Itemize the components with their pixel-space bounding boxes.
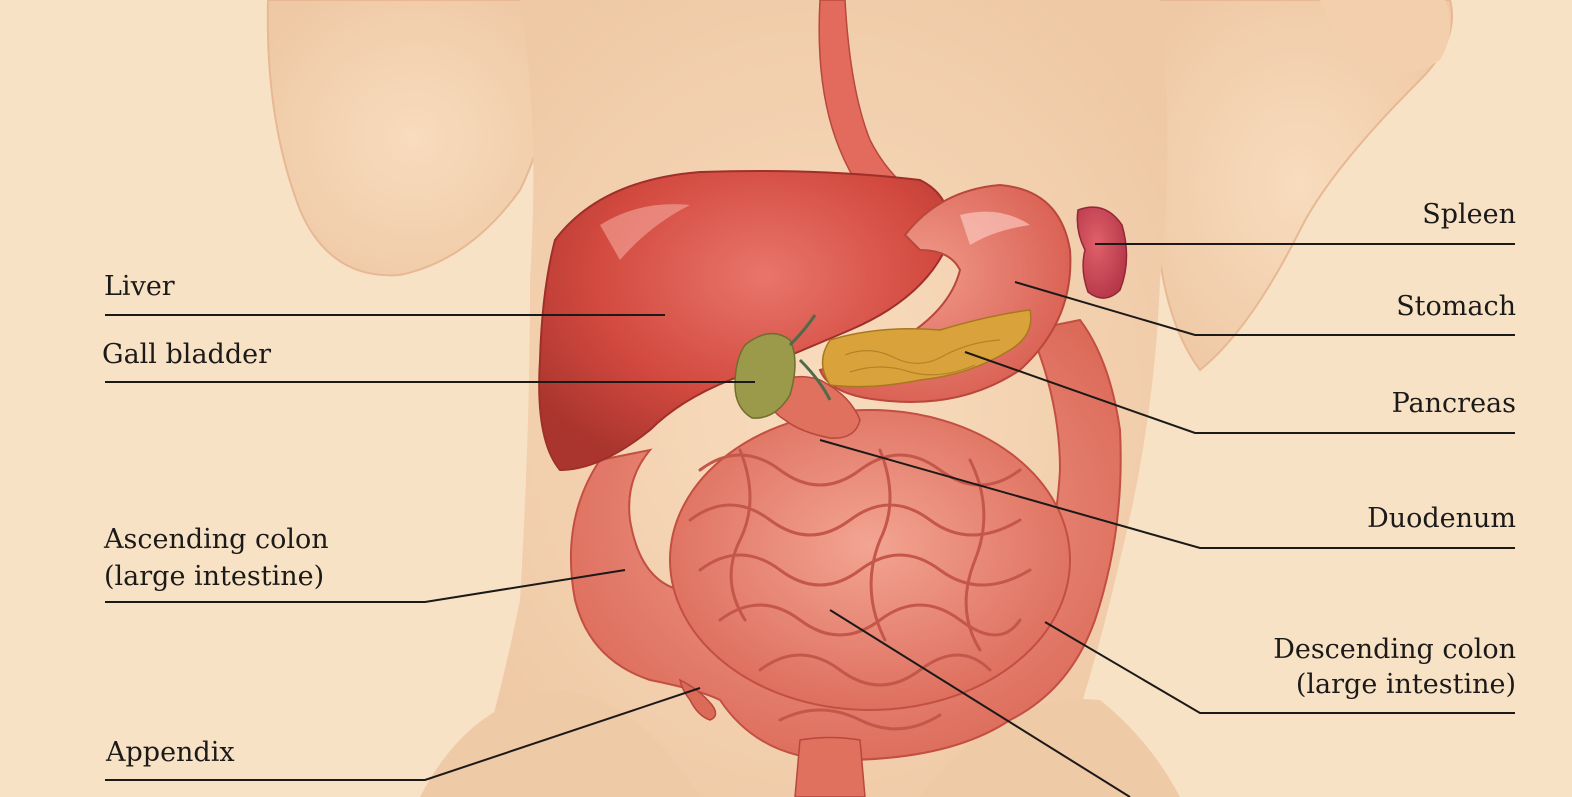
label-ascending-colon-line1: Ascending colon	[104, 523, 329, 557]
label-descending-colon-line2: (large intestine)	[1296, 668, 1516, 702]
label-ascending-colon-line2: (large intestine)	[104, 560, 324, 594]
label-stomach: Stomach	[1396, 290, 1516, 324]
rectum	[795, 738, 865, 797]
label-liver: Liver	[104, 270, 175, 304]
label-spleen: Spleen	[1422, 198, 1516, 232]
label-appendix: Appendix	[106, 736, 235, 770]
label-descending-colon-line1: Descending colon	[1273, 633, 1516, 667]
label-duodenum: Duodenum	[1367, 502, 1516, 536]
label-pancreas: Pancreas	[1392, 387, 1516, 421]
label-gall-bladder: Gall bladder	[102, 338, 271, 372]
